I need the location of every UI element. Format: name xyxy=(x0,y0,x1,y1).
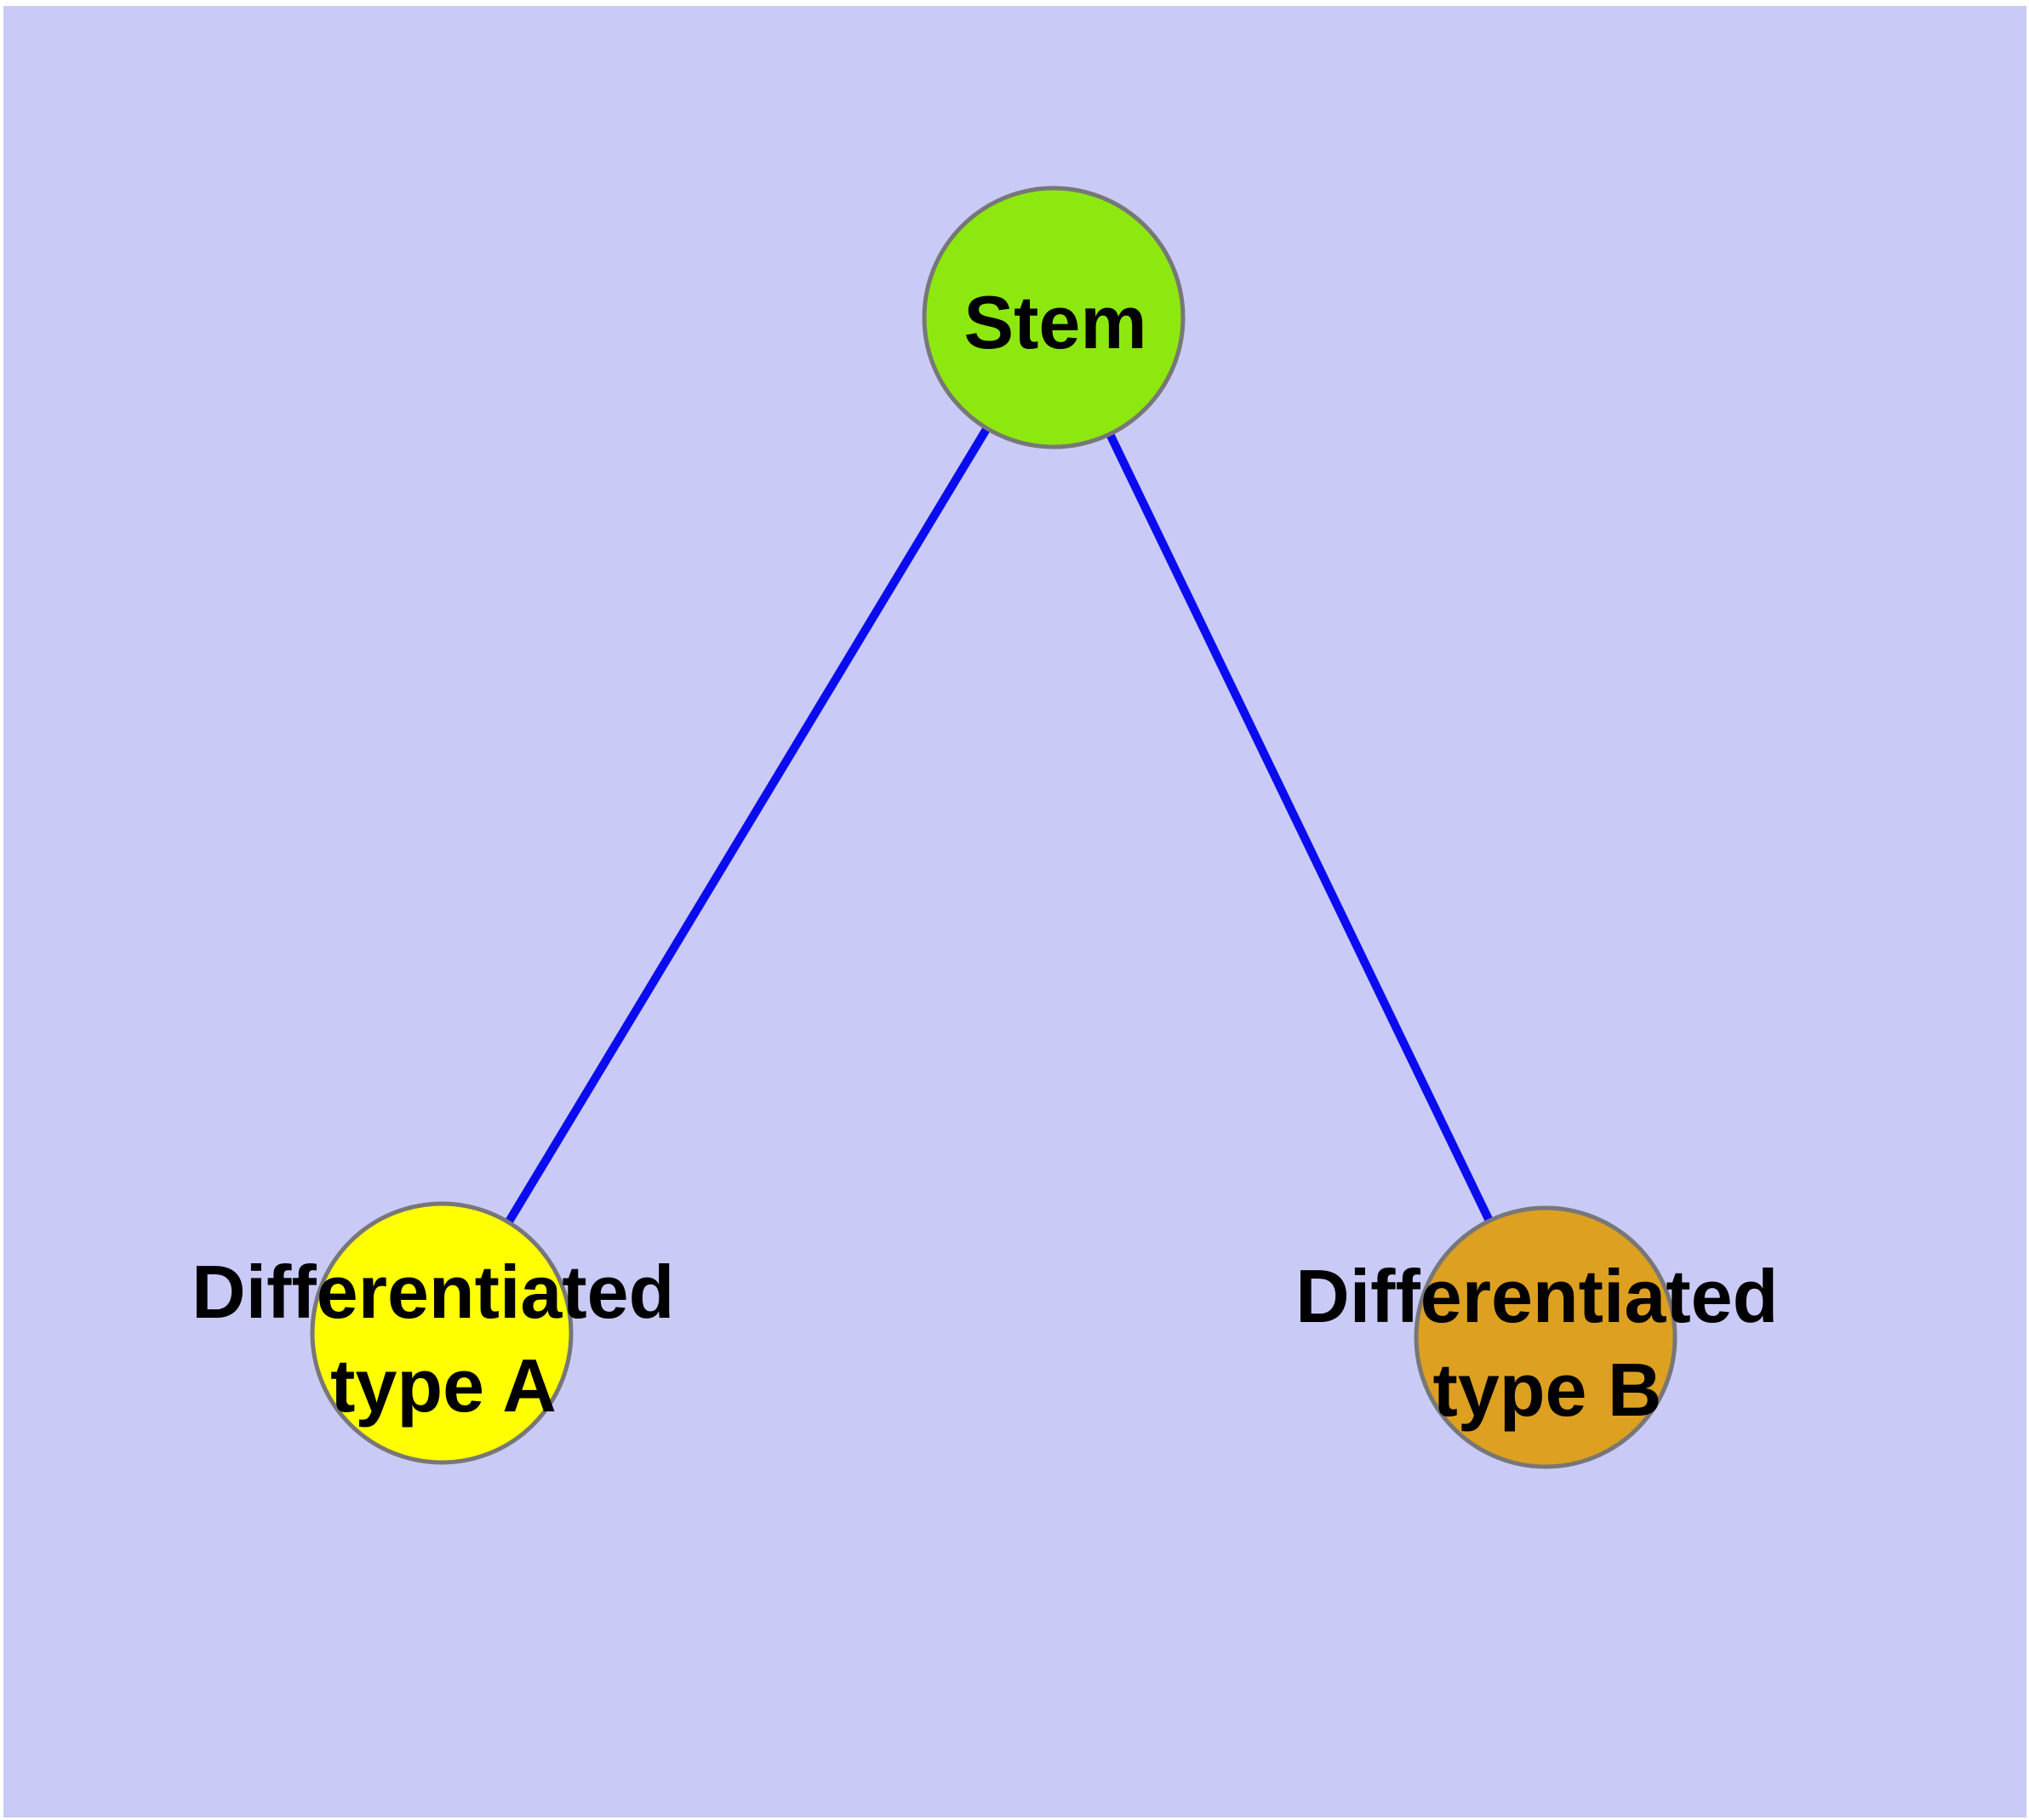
edge-stem-to-type-b xyxy=(1049,315,1550,1340)
node-type-b-label: Differentiated type B xyxy=(1295,1254,1799,1432)
node-stem: Stem xyxy=(922,186,1186,449)
node-type-a-label-line-2: type A xyxy=(330,1343,557,1428)
node-differentiated-type-a: Differentiated type A xyxy=(191,1201,695,1465)
node-type-a-label-line-1: Differentiated xyxy=(191,1250,674,1334)
node-type-b-circle xyxy=(1414,1205,1677,1469)
node-type-b-label-line-1: Differentiated xyxy=(1295,1254,1778,1338)
node-stem-label-line: Stem xyxy=(963,280,1146,364)
node-type-a-label: Differentiated type A xyxy=(191,1250,695,1428)
edge-stem-to-type-a xyxy=(437,315,1058,1336)
node-stem-label: Stem xyxy=(963,280,1146,364)
node-type-a-circle xyxy=(310,1201,574,1465)
node-differentiated-type-b: Differentiated type B xyxy=(1295,1205,1799,1469)
node-stem-circle xyxy=(922,186,1186,449)
node-type-b-label-line-2: type B xyxy=(1433,1348,1662,1432)
